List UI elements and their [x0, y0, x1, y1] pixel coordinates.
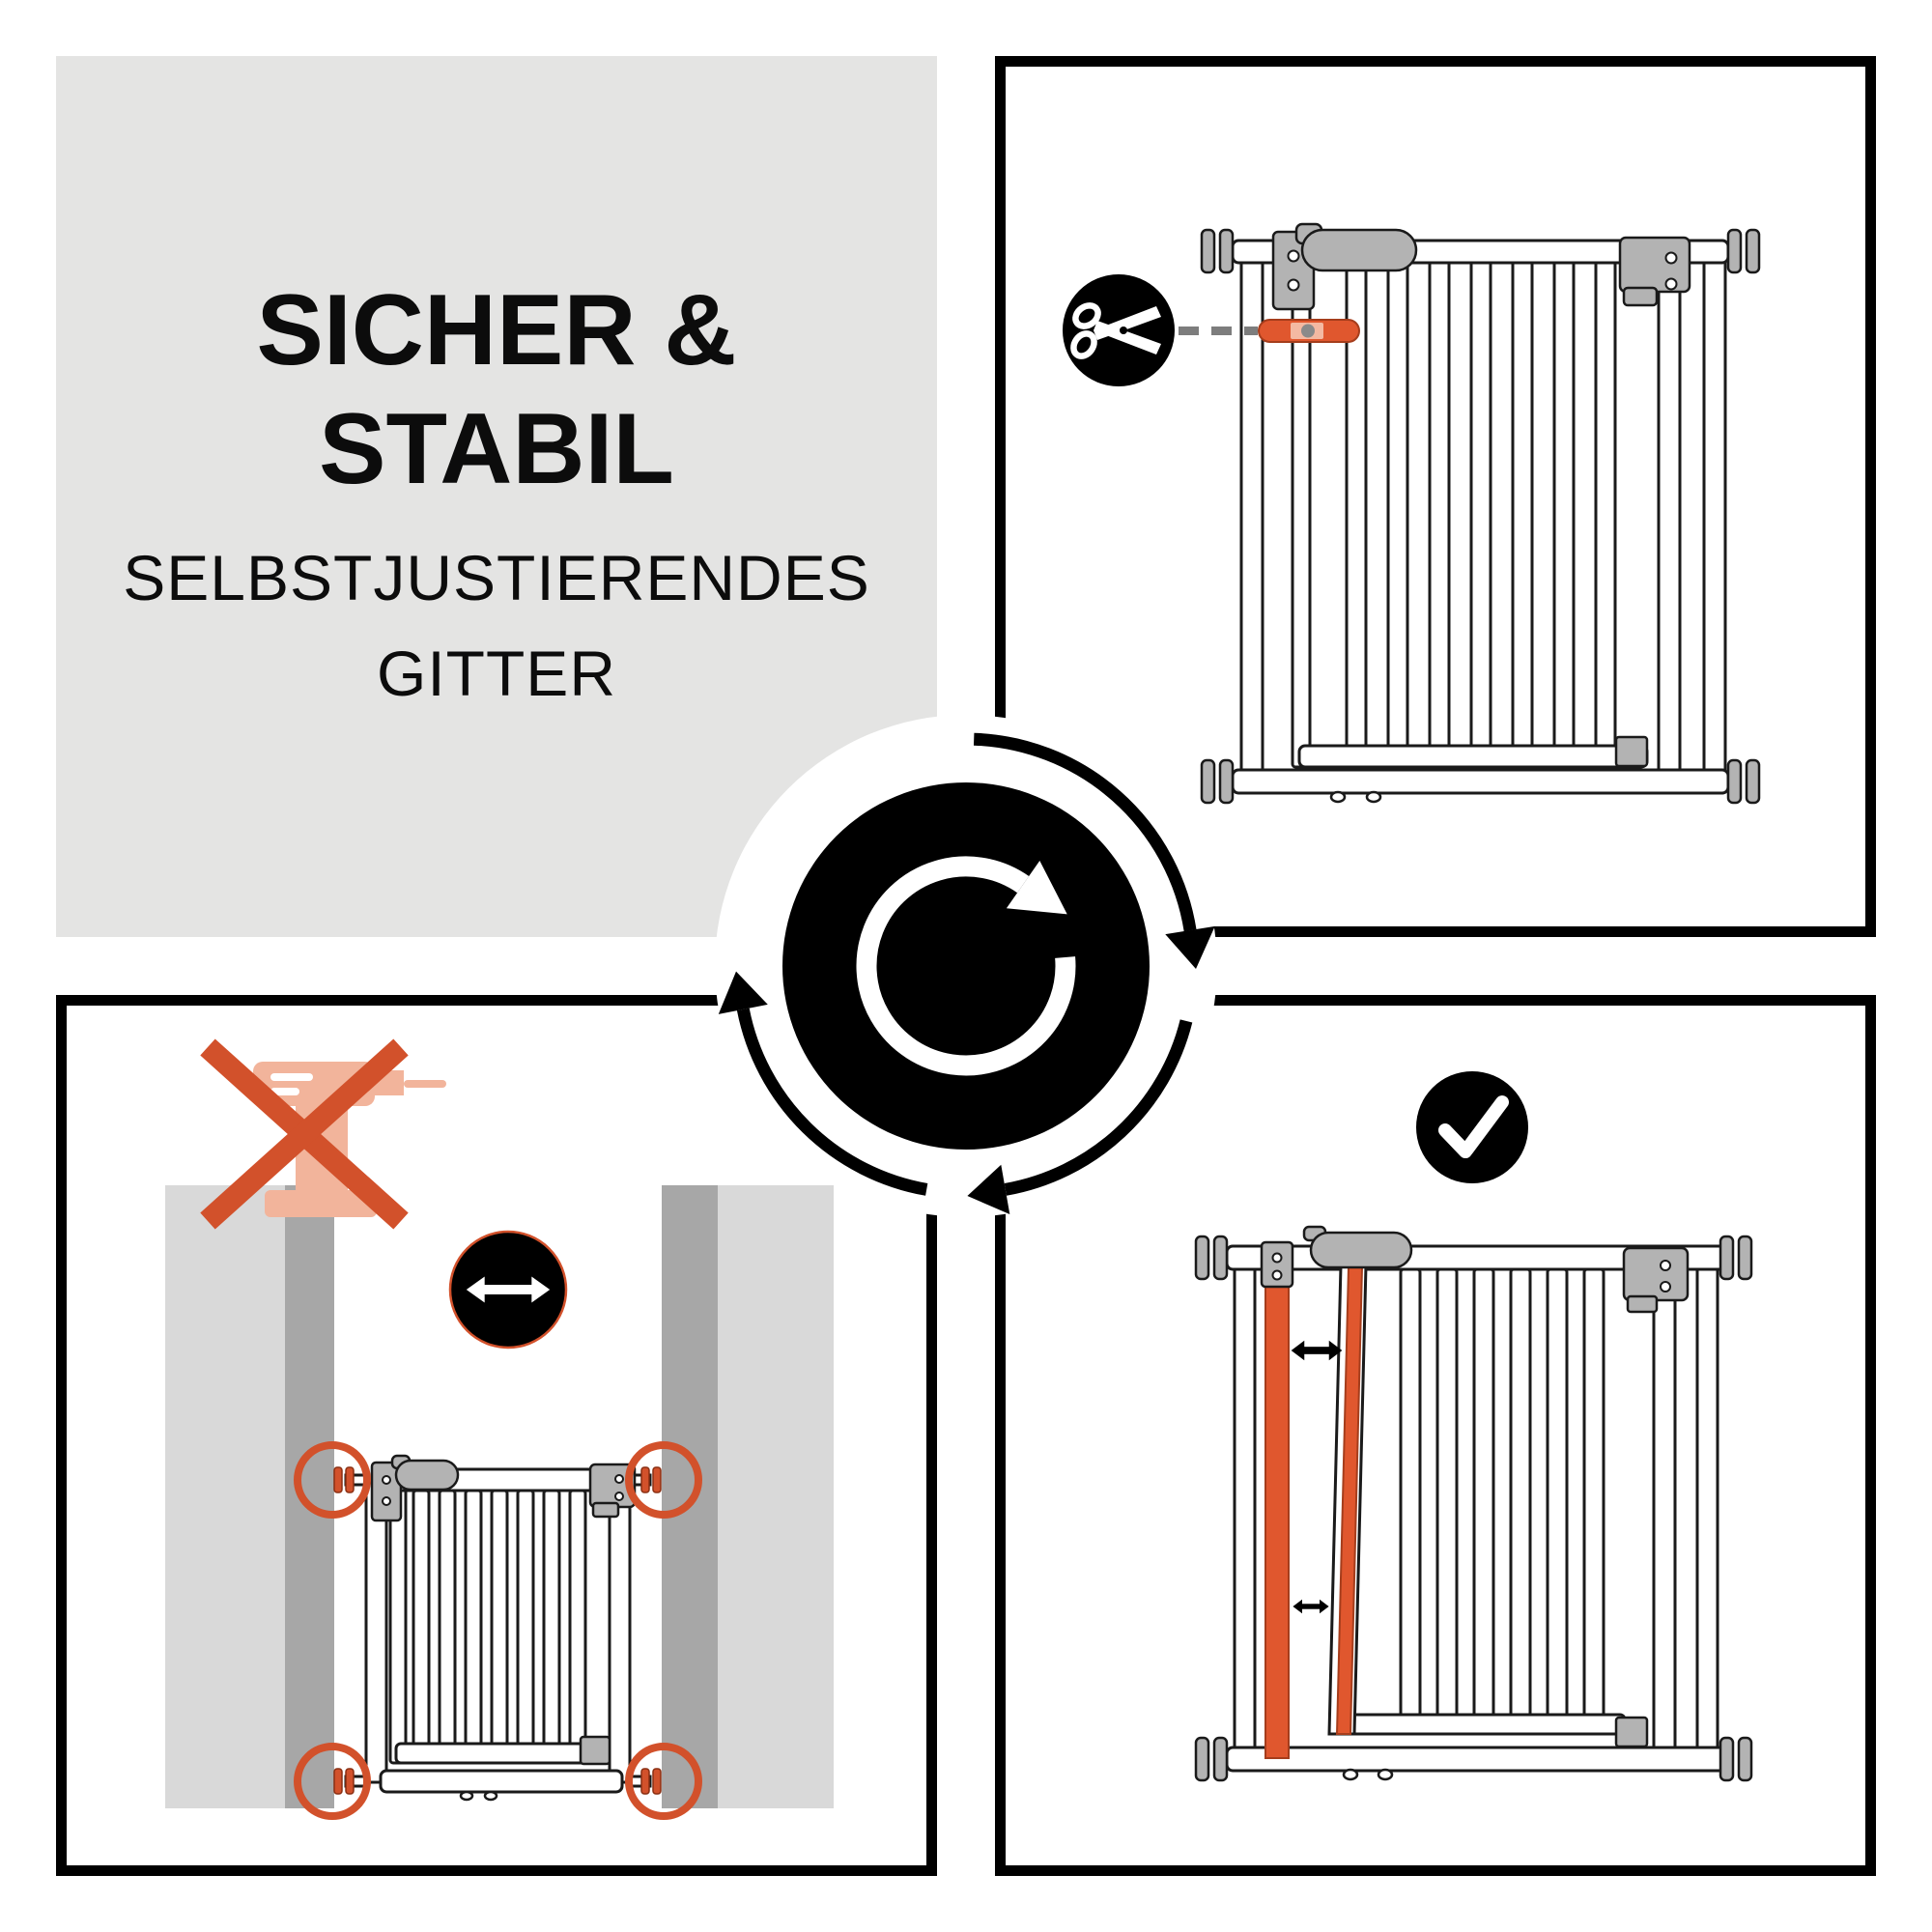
safety-gate-illustration: [1194, 1225, 1753, 1782]
wall-post: [165, 1185, 285, 1808]
pressure-mount-rings: [294, 1441, 702, 1820]
cut-marker-strap: [1258, 319, 1360, 343]
gate-bottom-rail: [1225, 1746, 1731, 1773]
panel-title: SICHER & STABIL: [257, 271, 737, 508]
self-adjust-illustration: [995, 995, 1876, 1876]
doorway-walls: [165, 1185, 834, 1808]
door-bottom-rail: [1297, 744, 1649, 769]
pressure-mount-ring: [294, 1743, 371, 1820]
step-self-adjust-panel: [995, 995, 1876, 1876]
checkmark-icon: [1416, 1071, 1528, 1183]
subtitle-line-1: SELBSTJUSTIERENDES: [123, 541, 870, 613]
gate-handle: [1309, 1231, 1413, 1269]
step-cut-strap-panel: [995, 56, 1876, 937]
headline-panel: SICHER & STABIL SELBSTJUSTIERENDES GITTE…: [56, 56, 937, 937]
wall-post: [718, 1185, 834, 1808]
door-bottom-rail: [1333, 1713, 1627, 1736]
horizontal-double-arrow-icon: [448, 1230, 568, 1350]
pressure-mount-ring: [294, 1441, 371, 1519]
scissors-icon: [1063, 274, 1175, 386]
title-line-2: STABIL: [319, 393, 674, 505]
latch-housing: [1618, 236, 1691, 294]
gate-bottom-rail: [379, 1769, 624, 1794]
title-line-1: SICHER &: [256, 274, 737, 387]
safety-gate-illustration: [1200, 222, 1761, 805]
subtitle-line-2: GITTER: [377, 637, 616, 709]
pressure-mount-ring: [625, 1743, 702, 1820]
door-bottom-rail: [394, 1742, 599, 1765]
gate-foot: [1614, 1716, 1649, 1748]
step-no-drill-panel: [56, 995, 937, 1876]
gate-foot: [1614, 735, 1649, 768]
panel-subtitle: SELBSTJUSTIERENDES GITTER: [123, 530, 870, 722]
adjust-strap-vertical: [1264, 1282, 1290, 1759]
latch-housing: [1622, 1246, 1690, 1302]
hinge-bracket: [370, 1461, 403, 1522]
hinge-bracket: [1260, 1240, 1294, 1289]
pressure-mount-ring: [625, 1441, 702, 1519]
gate-handle: [1300, 228, 1418, 272]
gate-foot: [579, 1735, 611, 1766]
doorway-illustration: [56, 995, 937, 1876]
wall-post: [285, 1185, 334, 1808]
safety-gate-illustration: [333, 1454, 662, 1802]
gate-handle: [394, 1459, 460, 1492]
no-drill-cross-icon: [200, 1038, 409, 1230]
cut-strap-illustration: [995, 56, 1876, 937]
gate-bottom-rail: [1231, 768, 1730, 795]
